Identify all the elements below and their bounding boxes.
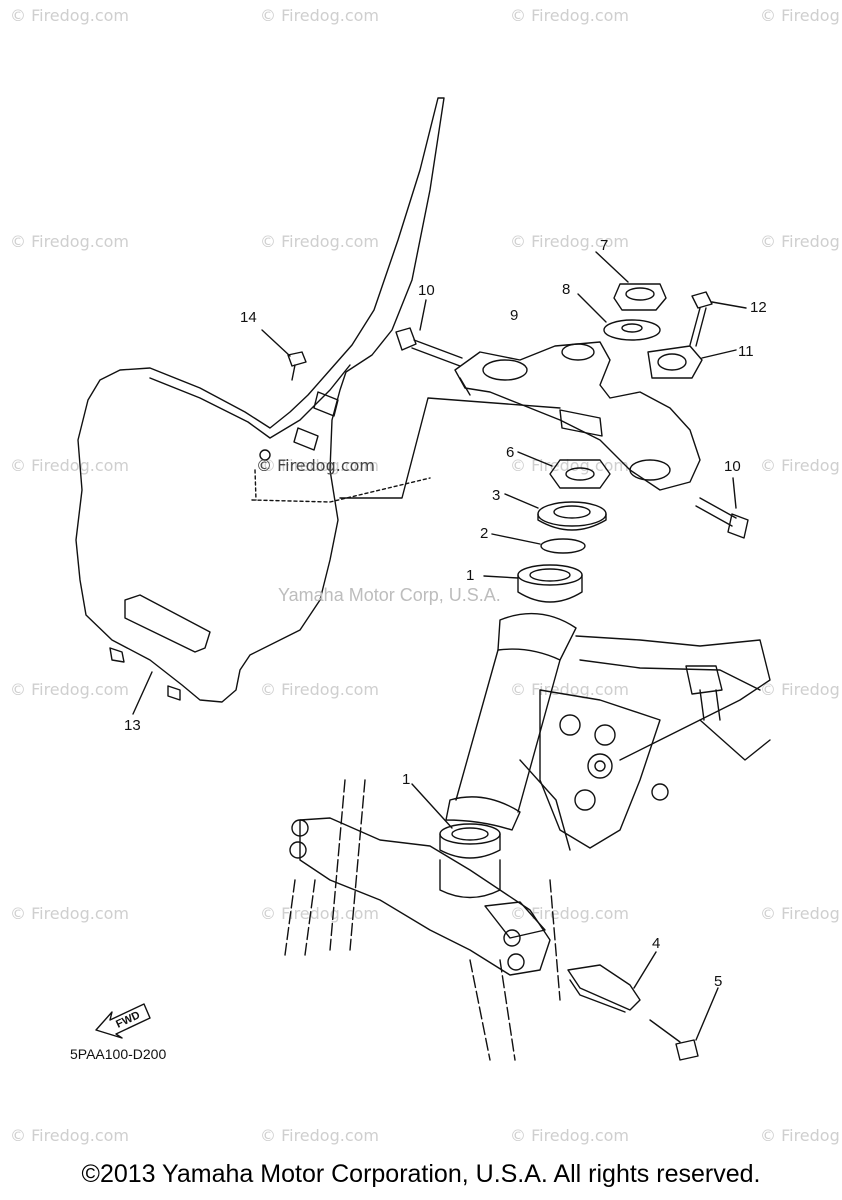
bolt-10-upper xyxy=(395,299,463,367)
watermark-text: © Firedog.com xyxy=(260,680,379,699)
watermark-text: © Firedog.com xyxy=(10,1126,129,1145)
watermark-text: © Firedog.com xyxy=(10,232,129,251)
callout-14: 14 xyxy=(240,309,257,326)
copyright-notice: ©2013 Yamaha Motor Corporation, U.S.A. A… xyxy=(81,1160,761,1188)
ring-nut-6 xyxy=(517,451,611,489)
watermark-text: © Firedog.com xyxy=(10,680,129,699)
watermark-text: © Firedog xyxy=(760,6,840,25)
watermark-text: © Firedog.com xyxy=(260,1126,379,1145)
cable-guide-4 xyxy=(567,951,657,1013)
callout-1-upper: 1 xyxy=(466,567,475,584)
callout-11: 11 xyxy=(738,343,754,360)
handlebar-bracket xyxy=(454,341,701,491)
bolt-10-lower xyxy=(695,477,749,539)
callout-1-lower: 1 xyxy=(402,771,411,788)
washer-2 xyxy=(491,533,586,554)
callout-9: 9 xyxy=(510,307,519,324)
upper-clamp-11 xyxy=(647,345,737,379)
fwd-arrow-icon xyxy=(95,1003,151,1039)
callout-8: 8 xyxy=(562,281,571,298)
washer-8 xyxy=(577,293,661,341)
center-watermark: © Firedog.com xyxy=(256,456,375,475)
watermark-text: © Firedog.com xyxy=(10,456,129,475)
watermark-text: © Firedog.com xyxy=(10,904,129,923)
bolt-5 xyxy=(649,987,719,1061)
washer-3 xyxy=(504,493,607,531)
bearing-1-lower xyxy=(411,783,501,859)
manufacturer-watermark: Yamaha Motor Corp, U.S.A. xyxy=(278,585,501,605)
nut-7 xyxy=(595,251,667,311)
frame xyxy=(445,612,771,851)
callout-3: 3 xyxy=(492,487,501,504)
callout-10-upper: 10 xyxy=(418,282,435,299)
watermark-text: © Firedog.com xyxy=(510,904,629,923)
watermark-text: © Firedog.com xyxy=(510,232,629,251)
bolt-12 xyxy=(689,291,747,347)
callout-10-lower: 10 xyxy=(724,458,741,475)
watermark-text: © Firedog xyxy=(760,680,840,699)
bolt-14 xyxy=(261,329,307,381)
callout-4: 4 xyxy=(652,935,661,952)
callout-12: 12 xyxy=(750,299,767,316)
callout-13: 13 xyxy=(124,717,141,734)
watermark-text: © Firedog xyxy=(760,456,840,475)
watermark-text: © Firedog xyxy=(760,1126,840,1145)
callout-5: 5 xyxy=(714,973,723,990)
watermark-text: © Firedog xyxy=(760,904,840,923)
fwd-label: FWD xyxy=(114,1009,142,1030)
drawing-code: 5PAA100-D200 xyxy=(70,1046,167,1062)
watermark-text: © Firedog.com xyxy=(510,1126,629,1145)
watermark-text: © Firedog.com xyxy=(260,456,379,475)
callout-2: 2 xyxy=(480,525,489,542)
bearing-1-upper xyxy=(483,564,583,603)
watermark-text: © Firedog.com xyxy=(260,6,379,25)
callout-6: 6 xyxy=(506,444,515,461)
watermark-text: © Firedog xyxy=(760,232,840,251)
callout-7: 7 xyxy=(600,237,609,254)
watermark-text: © Firedog.com xyxy=(510,6,629,25)
under-bracket xyxy=(284,779,561,1061)
watermark-text: © Firedog.com xyxy=(10,6,129,25)
watermark-text: © Firedog.com xyxy=(260,232,379,251)
number-plate xyxy=(75,97,445,703)
